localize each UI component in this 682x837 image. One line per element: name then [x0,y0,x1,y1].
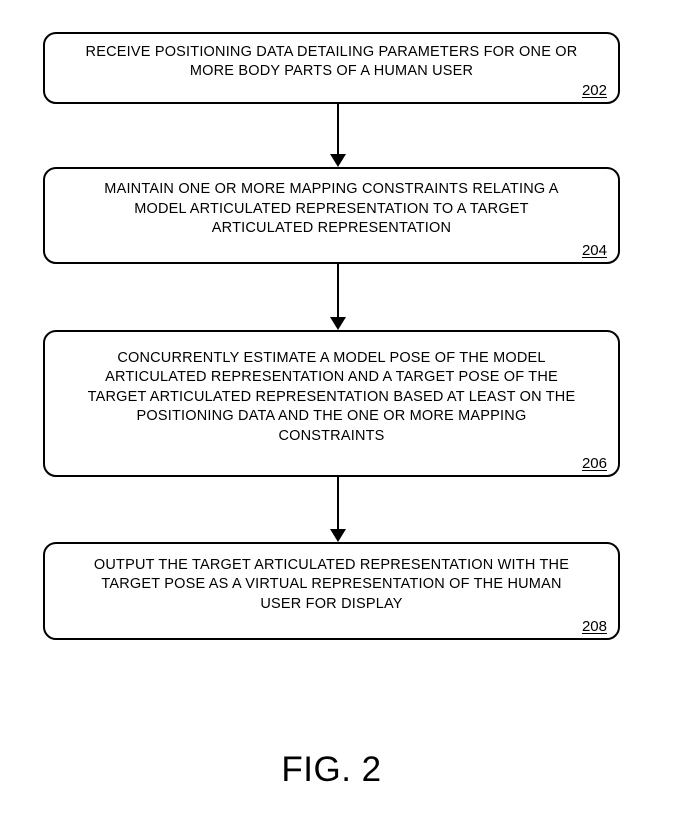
arrow-line [336,264,339,317]
figure-caption: FIG. 2 [281,750,382,789]
step-text: RECEIVE POSITIONING DATA DETAILING PARAM… [85,43,578,80]
flow-arrow-3 [329,477,346,542]
step-text: OUTPUT THE TARGET ARTICULATED REPRESENTA… [93,556,570,612]
flow-arrow-1 [329,104,346,167]
step-ref-number: 202 [581,82,607,99]
flow-step-208: OUTPUT THE TARGET ARTICULATED REPRESENTA… [43,542,620,640]
step-ref-number: 206 [581,455,607,472]
flow-step-204: MAINTAIN ONE OR MORE MAPPING CONSTRAINTS… [43,167,620,264]
arrow-line [336,104,339,154]
arrow-head-icon [329,317,346,330]
step-ref-number: 208 [581,618,607,635]
flow-arrow-2 [329,264,346,330]
arrow-head-icon [329,154,346,167]
step-ref-number: 204 [581,242,607,259]
arrow-head-icon [329,529,346,542]
step-text: CONCURRENTLY ESTIMATE A MODEL POSE OF TH… [87,349,576,444]
arrow-line [336,477,339,529]
flow-step-206: CONCURRENTLY ESTIMATE A MODEL POSE OF TH… [43,330,620,477]
flow-step-202: RECEIVE POSITIONING DATA DETAILING PARAM… [43,32,620,104]
step-text: MAINTAIN ONE OR MORE MAPPING CONSTRAINTS… [104,181,559,237]
